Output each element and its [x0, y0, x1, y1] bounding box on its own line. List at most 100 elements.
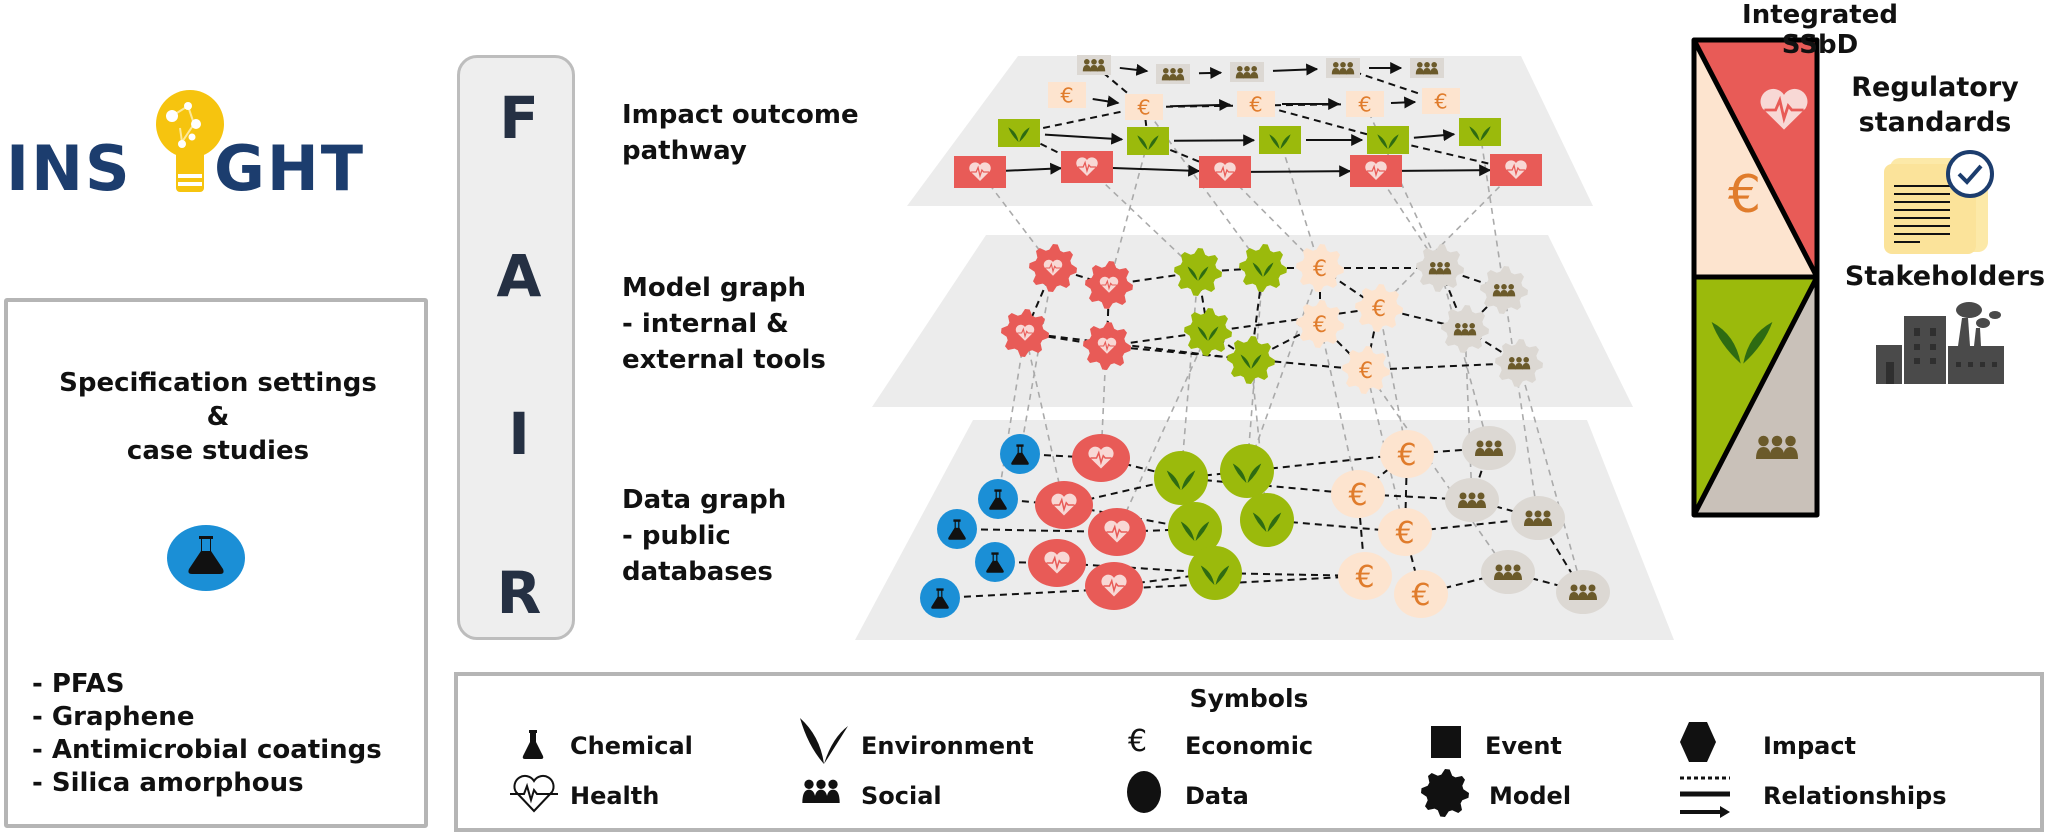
legend-title: Symbols: [1189, 684, 1309, 713]
case-study-item: - PFAS: [32, 669, 125, 699]
euro-icon: €: [1434, 89, 1447, 113]
legend-label-chemical: Chemical: [570, 732, 693, 760]
spec-title-line: case studies: [126, 436, 310, 466]
environment-data-node: [1220, 444, 1274, 498]
euro-icon: €: [1358, 92, 1371, 116]
social-data-node: [1511, 496, 1565, 540]
people-icon: [1331, 62, 1355, 75]
causal-arrow: [1413, 129, 1456, 142]
economic-model-node: €: [1342, 346, 1390, 394]
fair-letter-i: I: [508, 400, 530, 468]
euro-icon: €: [1249, 92, 1262, 116]
economic-model-node: €: [1355, 284, 1403, 332]
cross-layer-edge: [1024, 332, 1065, 506]
chemical-data-node: [937, 509, 977, 549]
euro-icon: €: [1728, 165, 1761, 225]
health-event-node: [954, 156, 1006, 188]
cross-layer-edge: [1375, 170, 1441, 269]
environment-data-node: [1240, 493, 1294, 547]
relationship-lines-icon: [1680, 776, 1730, 818]
people-icon: [802, 779, 840, 803]
ssbd-bar: €: [1691, 37, 1820, 518]
logo-text-left: INS: [6, 132, 132, 205]
cross-layer-edge: [1378, 307, 1408, 455]
fair-letter-f: F: [499, 84, 539, 152]
chemical-data-node: [920, 578, 960, 618]
economic-event-node: €: [1346, 91, 1384, 117]
causal-arrow: [1390, 96, 1417, 109]
circle-icon: [1127, 771, 1161, 813]
ssbd-title: Integrated SSbD: [1742, 0, 1898, 60]
flask-icon: [167, 525, 245, 591]
people-icon: [1494, 564, 1522, 580]
people-icon: [1507, 357, 1531, 370]
fair-pillar: F A I R: [457, 55, 575, 640]
euro-icon: €: [1411, 578, 1430, 613]
legend-label-relationships: Relationships: [1763, 782, 1947, 810]
environment-event-node: [998, 119, 1040, 147]
health-model-node: [1083, 322, 1131, 370]
chemical-data-node: [1000, 434, 1040, 474]
relationship-edge: [1018, 106, 1145, 134]
case-study-item: - Graphene: [32, 702, 195, 732]
label-line: external tools: [622, 345, 826, 375]
euro-icon: €: [1395, 516, 1414, 551]
economic-event-node: €: [1125, 94, 1163, 120]
causal-arrow: [1119, 63, 1149, 76]
cross-layer-edge: [1246, 267, 1321, 472]
cross-layer-edge: [1503, 289, 1539, 519]
euro-icon: €: [1128, 724, 1148, 759]
health-data-node: [1028, 539, 1086, 587]
label-line: Regulatory: [1851, 72, 2019, 103]
health-model-node: [1029, 244, 1077, 292]
euro-icon: €: [1313, 257, 1327, 282]
people-icon: [1475, 440, 1503, 456]
social-data-node: [1445, 478, 1499, 522]
environment-data-node: [1188, 546, 1242, 600]
cross-layer-edge: [1319, 323, 1359, 495]
social-data-node: [1556, 570, 1610, 614]
label-line: pathway: [622, 136, 747, 166]
people-icon: [1569, 584, 1597, 600]
relationship-edge: [1180, 477, 1359, 495]
environment-event-node: [1459, 118, 1501, 146]
health-event-node: [1490, 154, 1542, 186]
fair-letter-r: R: [496, 559, 542, 627]
euro-icon: €: [1348, 478, 1367, 513]
health-data-node: [1085, 562, 1143, 610]
euro-icon: €: [1355, 560, 1374, 595]
causal-arrow: [1092, 95, 1120, 108]
legend-label-event: Event: [1485, 732, 1562, 760]
fair-letter-a: A: [496, 242, 542, 310]
label-line: Impact outcome: [622, 100, 859, 130]
cross-layer-edge: [1279, 139, 1321, 269]
square-icon: [1431, 726, 1461, 758]
people-icon: [1458, 492, 1486, 508]
people-icon: [1524, 510, 1552, 526]
economic-event-node: €: [1048, 82, 1086, 108]
causal-arrow: [1112, 164, 1201, 177]
environment-event-node: [1367, 126, 1409, 154]
specification-panel: Specification settings & case studies - …: [4, 298, 428, 828]
chemical-data-node: [978, 479, 1018, 519]
economic-model-node: €: [1296, 300, 1344, 348]
causal-arrow: [1198, 66, 1223, 79]
environment-data-node: [1154, 451, 1208, 505]
gear-icon: [1421, 769, 1469, 817]
social-event-node: [1410, 58, 1444, 78]
relationship-edge: [1471, 447, 1490, 501]
cross-layer-edge: [1086, 166, 1199, 273]
label-line: databases: [622, 557, 773, 587]
regulatory-label: Regulatory standards: [1835, 70, 2035, 140]
cross-layer-edge: [1439, 267, 1490, 449]
relationship-edge: [1024, 332, 1252, 361]
health-model-node: [1085, 261, 1133, 309]
legend-label-environment: Environment: [861, 732, 1034, 760]
environment-model-node: [1174, 248, 1222, 296]
causal-arrow: [1401, 164, 1492, 177]
causal-arrow: [1044, 132, 1124, 145]
environment-model-node: [1184, 308, 1232, 356]
euro-icon: €: [1313, 313, 1327, 338]
label-line: Data graph: [622, 485, 787, 515]
